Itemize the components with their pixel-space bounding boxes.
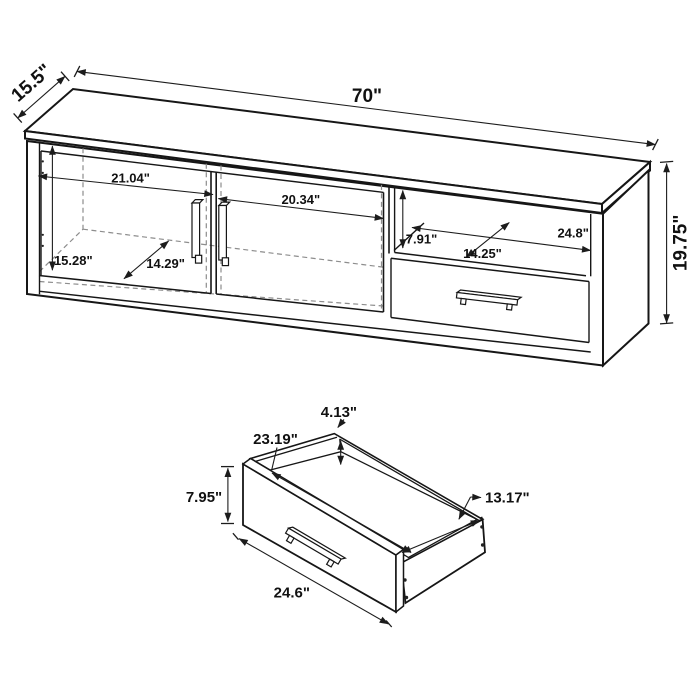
dim-leader-arrow (337, 418, 346, 428)
dim-arrow-line (271, 472, 412, 553)
dim-label-cubby-width: 24.8" (557, 226, 588, 241)
dim-extension-tick (659, 160, 674, 164)
doors-top-edge (40, 150, 384, 194)
dim-label-cubby-height: 7.91" (406, 232, 437, 247)
screw-hole (480, 525, 484, 529)
screw-hole (404, 595, 409, 600)
handle-foot (459, 297, 467, 306)
dim-arrow-line (238, 538, 389, 625)
console-front-face (26, 139, 604, 367)
dim-label-interior-height: 15.28" (54, 253, 93, 268)
handle-bar (218, 204, 228, 261)
shelf-pin-hole (41, 244, 44, 247)
dim-drawer-height: 7.95" (186, 465, 234, 525)
dim-arrow-line (17, 75, 66, 119)
dim-label-center-interior-width: 20.34" (281, 192, 320, 207)
drawer-front-panel-right-edge (395, 548, 405, 614)
dim-label-cubby-depth: 14.25" (463, 246, 502, 261)
shelf-front-edge (394, 251, 587, 277)
dim-drawer-back-height: 4.13" (321, 404, 357, 466)
shelf-pin-hole (41, 171, 44, 174)
dim-label-drawer-interior-depth: 13.17" (485, 490, 530, 507)
dim-cubby-depth: 14.25" (463, 222, 510, 261)
door1-handle (190, 199, 205, 264)
drawer-left-wall-inner-top (253, 436, 338, 463)
shelf-pin-hole (41, 160, 44, 163)
dim-center-interior-width: 20.34" (217, 192, 384, 221)
dim-overall-height: 19.75" (659, 160, 691, 325)
shelf-pin-hole (41, 233, 44, 236)
dim-arrow-line (76, 69, 656, 147)
door2-bottom-edge (216, 293, 384, 313)
dim-label-drawer-width: 24.6" (274, 585, 310, 602)
hidden-floor-left-edge (39, 228, 84, 272)
console-top-right-edge (601, 159, 651, 216)
dim-leader-arrow (458, 496, 471, 520)
door1-bottom-edge (38, 274, 212, 295)
dim-extension-tick (385, 620, 393, 628)
dim-interior-depth: 14.29" (123, 240, 185, 280)
dim-arrow-line (401, 519, 481, 554)
dim-extension-tick (13, 112, 23, 124)
dim-label-left-interior-width: 21.04" (111, 170, 150, 185)
dim-arrow-line (465, 222, 510, 258)
handle-foot (221, 257, 230, 267)
dim-left-interior-width: 21.04" (37, 170, 214, 197)
dim-extension-tick (659, 322, 674, 325)
dim-drawer-interior-depth: 13.17" (401, 490, 530, 554)
dim-extension-tick (652, 138, 659, 151)
hidden-floor-front-edge (39, 280, 384, 307)
dim-label-drawer-back-height: 4.13" (321, 404, 357, 421)
drawer-top-edge (390, 257, 590, 283)
dim-drawer-interior-width: 23.19" (253, 431, 412, 553)
handle-foot (505, 303, 513, 311)
console-drawing: 70" 15.5" 19.75" 21.04" 20.34" 15.28" (8, 60, 691, 368)
dim-overall-width: 70" (73, 65, 659, 151)
dim-leader-arrow (470, 493, 482, 501)
dim-interior-height: 15.28" (49, 145, 93, 271)
handle-foot (194, 254, 203, 264)
dim-label-interior-depth: 14.29" (146, 256, 185, 271)
dim-arrow-line (37, 173, 214, 197)
screw-hole (480, 543, 485, 547)
dim-extension-tick (232, 532, 239, 541)
drawer-bottom-edge (390, 316, 590, 344)
dim-extension-tick (73, 65, 81, 78)
drawer-handle (455, 289, 523, 311)
dim-leader-line (271, 447, 278, 470)
drawer-drawing: 7.95" 24.6" 23.19" 4.13" 13.17" (186, 404, 530, 628)
dim-label-drawer-interior-width: 23.19" (253, 431, 298, 448)
dim-label-overall-height: 19.75" (670, 215, 691, 272)
dim-label-drawer-height: 7.95" (186, 489, 222, 506)
dim-label-overall-depth: 15.5" (8, 60, 56, 106)
screw-hole (403, 578, 407, 582)
handle-bar (191, 202, 201, 259)
dim-arrow-line (217, 196, 384, 221)
dim-drawer-width: 24.6" (232, 532, 393, 628)
dim-extension-tick (60, 71, 70, 82)
dim-arrow-line (123, 240, 170, 280)
handle-bar (455, 291, 519, 306)
base-rail-top-edge (39, 290, 591, 353)
dim-label-overall-width: 70" (352, 86, 382, 107)
